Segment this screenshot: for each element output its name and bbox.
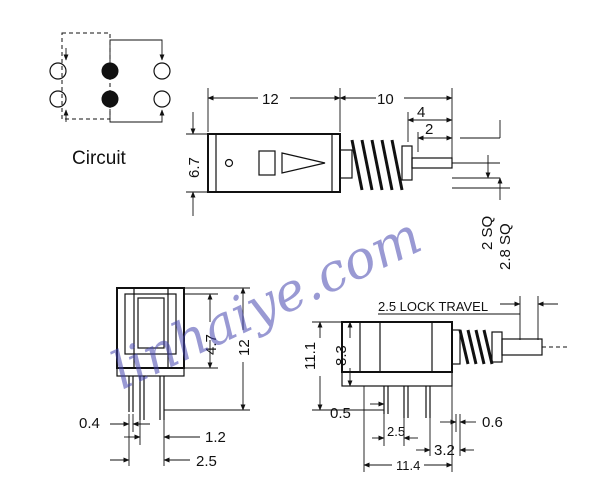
circuit-label: Circuit: [72, 148, 127, 169]
circuit-contact: [153, 62, 171, 80]
circuit-contact: [49, 90, 67, 108]
terminal-size-2-8sq: 2.8 SQ: [497, 223, 514, 270]
dim-shaft-4: 4: [417, 104, 425, 121]
dim-plunger-length: 10: [377, 91, 394, 108]
dim-12: 12: [236, 339, 253, 356]
side-stop-block: [451, 329, 461, 365]
dim-2-5: 2.5: [196, 453, 217, 470]
direction-arrow-mark: [281, 152, 326, 174]
side-pins: [383, 386, 431, 418]
side-plunger: [501, 338, 543, 356]
side-base: [341, 371, 453, 387]
side-body: [341, 321, 453, 373]
terminal-size-2sq: 2 SQ: [479, 216, 496, 250]
side-plunger-stop: [491, 331, 503, 363]
front-view: 4.7 12 0.4 1.2 2.5: [79, 287, 253, 470]
dim-0-6: 0.6: [482, 414, 503, 431]
front-plunger: [137, 297, 165, 349]
body-rivet: [224, 158, 234, 168]
circuit-link-bottom: [109, 109, 165, 123]
dim-shaft-2: 2: [425, 121, 433, 138]
dim-body-length: 12: [262, 91, 279, 108]
top-view: 12 10 4 2 6.7: [186, 88, 514, 270]
spring: [350, 139, 404, 191]
circuit-switch-box: [61, 32, 111, 120]
plunger-collar: [339, 149, 353, 179]
plunger-stop: [401, 145, 413, 181]
switch-body: [207, 133, 341, 193]
dim-pitch-2-5: 2.5: [387, 424, 405, 439]
dim-height-11-1: 11.1: [302, 342, 319, 370]
dim-0-5: 0.5: [330, 405, 351, 422]
dim-0-4: 0.4: [79, 415, 100, 432]
circuit-link-top: [109, 39, 165, 62]
dim-1-2: 1.2: [205, 429, 226, 446]
front-body-inner: [124, 293, 177, 355]
front-base: [116, 367, 185, 377]
dim-4-7: 4.7: [203, 334, 220, 355]
front-pins: [128, 376, 165, 420]
side-spring: [458, 329, 494, 365]
circuit-contact: [49, 62, 67, 80]
plunger-shaft: [411, 157, 453, 169]
side-view: 2.5 LOCK TRAVEL 11.1: [302, 296, 570, 473]
body-window: [258, 150, 276, 176]
circuit-contact-common: [101, 62, 119, 80]
circuit-contact: [153, 90, 171, 108]
dim-body-height: 6.7: [186, 157, 203, 178]
circuit-contact-common: [101, 90, 119, 108]
dim-height-8-3: 8.3: [333, 345, 350, 366]
dim-width-11-4: 11.4: [396, 458, 420, 473]
dim-3-2: 3.2: [434, 442, 455, 459]
circuit-diagram: Circuit: [49, 32, 171, 169]
lock-travel-label: 2.5 LOCK TRAVEL: [378, 299, 488, 314]
